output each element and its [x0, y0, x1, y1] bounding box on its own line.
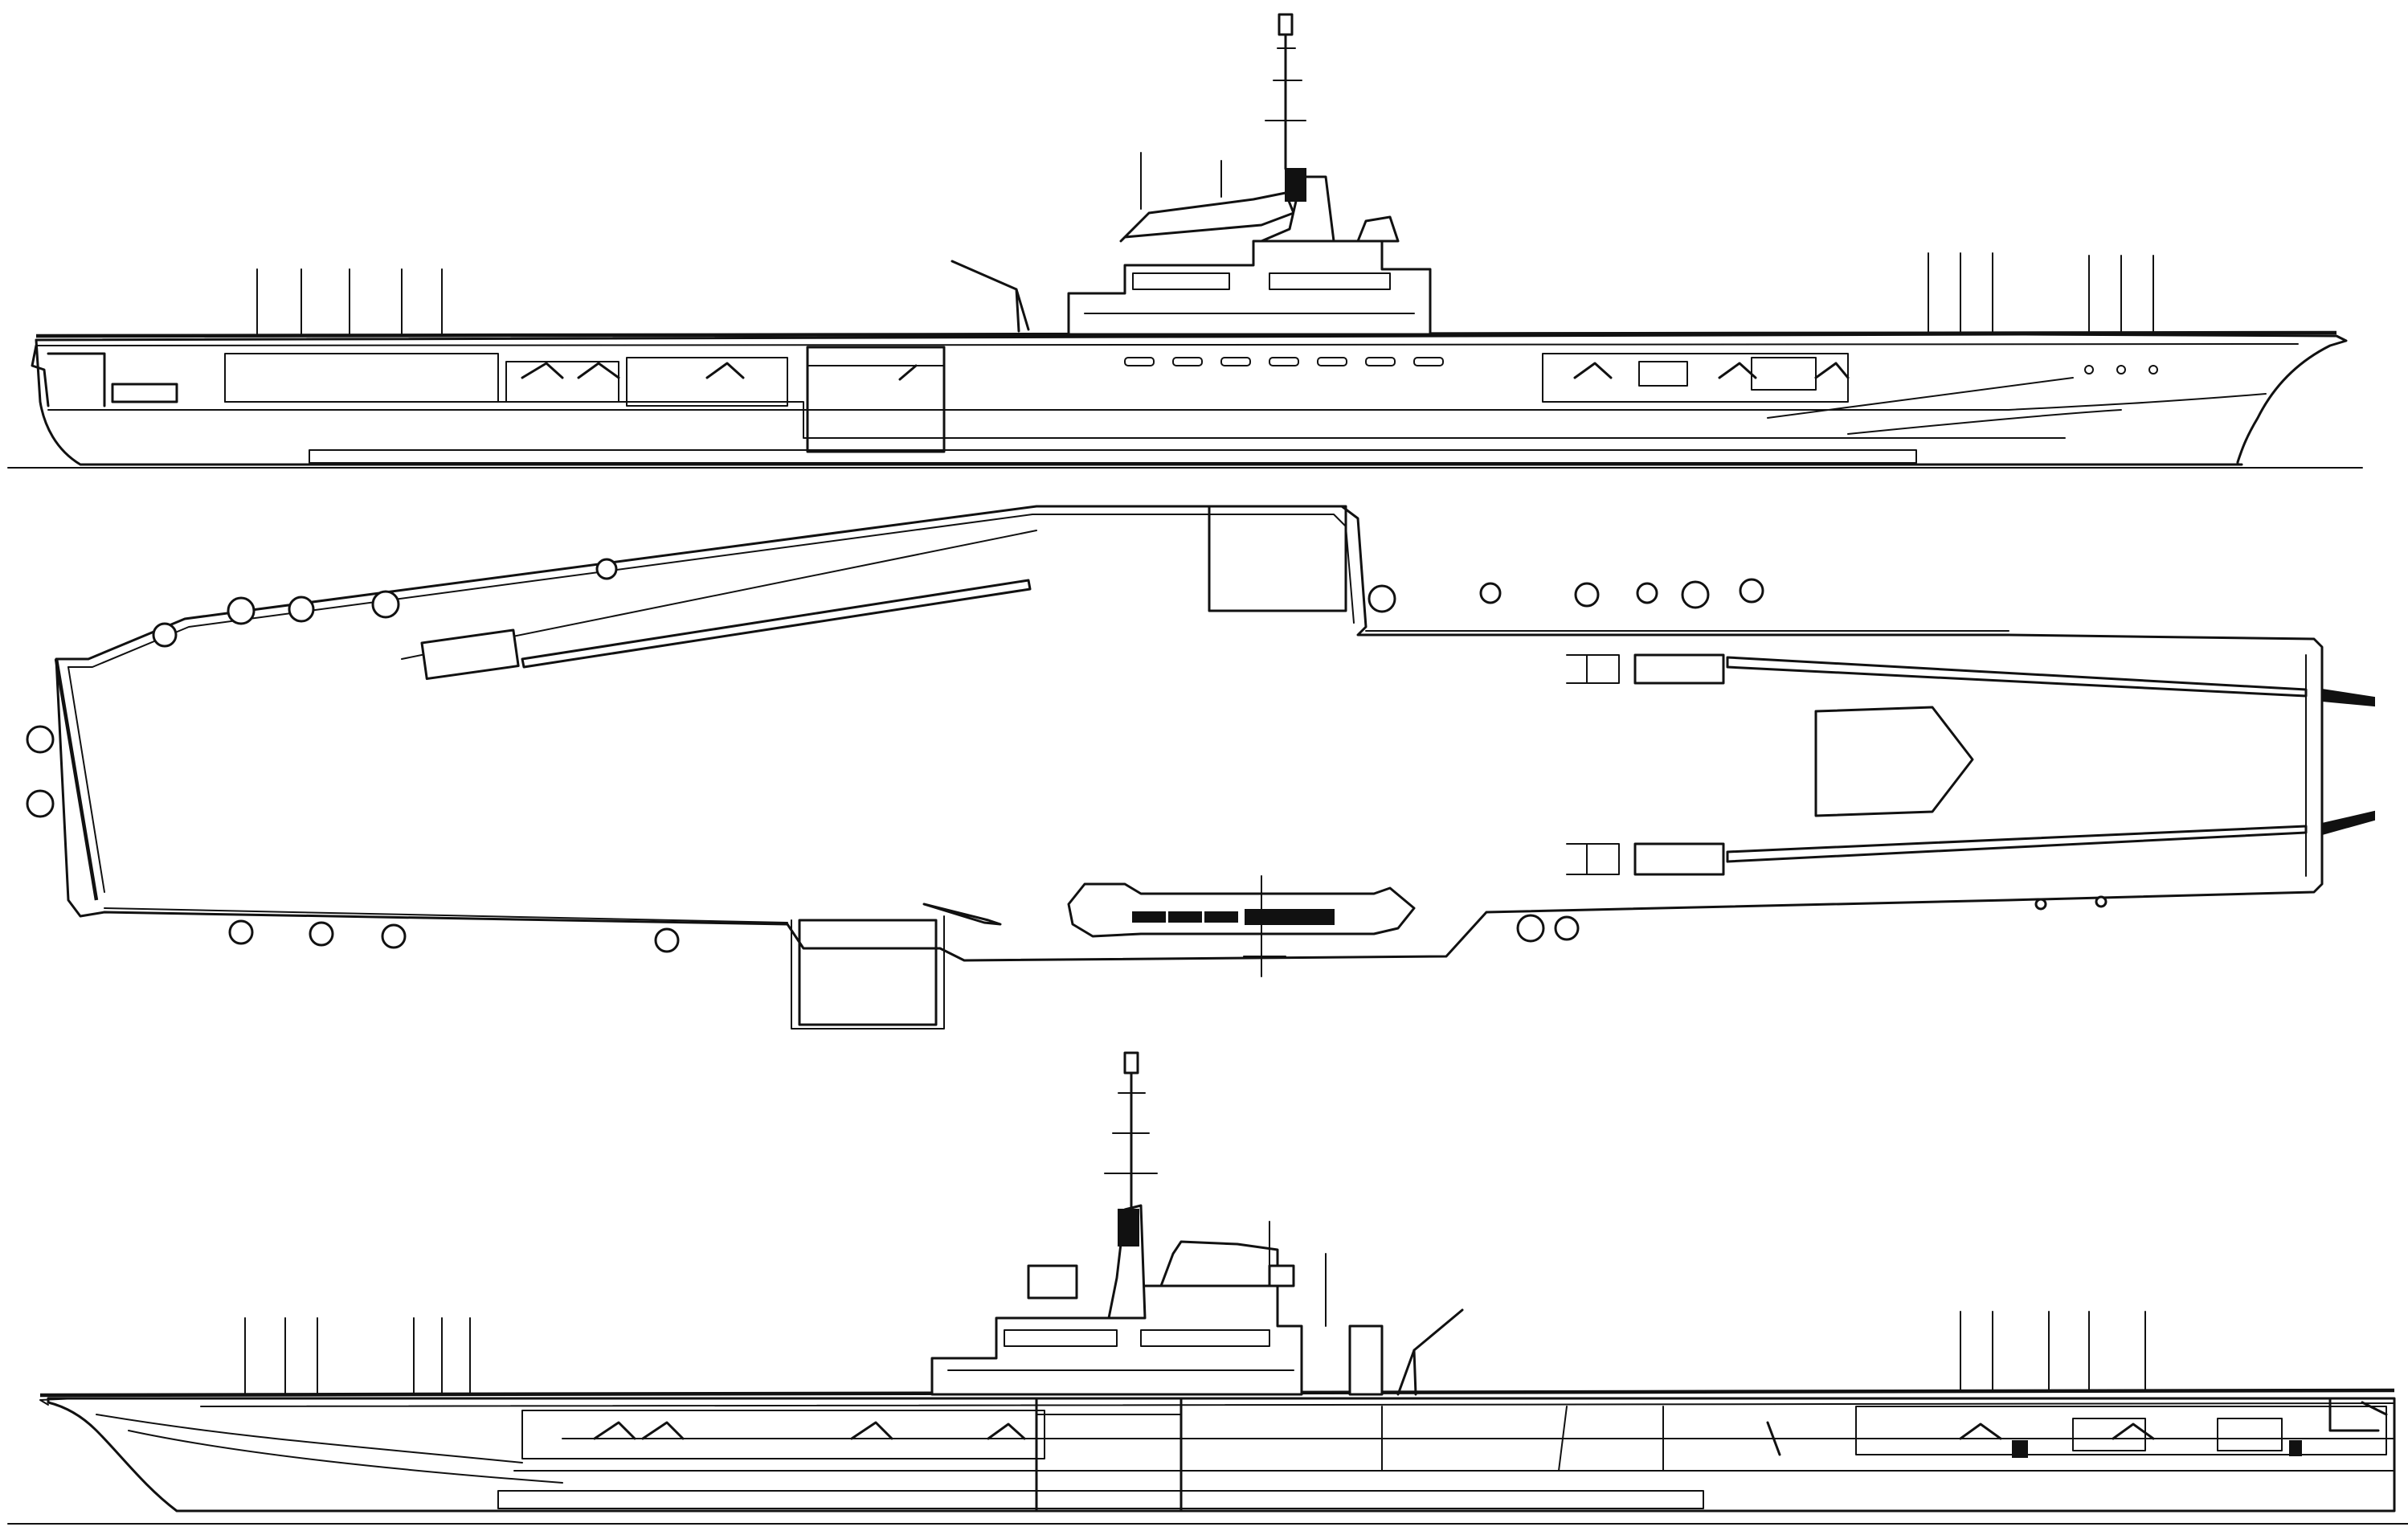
deck-inner-edge: [67, 514, 2307, 877]
hull-outline-top: [35, 333, 2348, 466]
gun-tubs-plan: [26, 558, 2108, 953]
port-deck-edge-elevator-plan: [798, 919, 938, 1026]
keel-strip-top: [309, 449, 1917, 464]
stern-edge: [54, 658, 99, 901]
gun-sponsons-top: [224, 353, 1850, 407]
port-elevation-view: [7, 1051, 2408, 1525]
flight-deck-outline: [55, 505, 2324, 962]
whip-antennas-bottom: [244, 1311, 2146, 1396]
plane-guard-shape: [922, 903, 1002, 926]
island-bottom: [930, 1051, 1464, 1396]
hull-windows-top: [1124, 357, 2158, 375]
stern-structure-bottom: [2328, 1397, 2388, 1432]
keel-strip-bottom: [497, 1490, 1704, 1509]
hull-outline-bottom: [47, 1397, 2396, 1513]
deck-plan-view: [26, 505, 2375, 1030]
angled-catapult-block: [420, 628, 520, 681]
island-plan: [1067, 875, 1416, 977]
hangar-deck-line: [47, 393, 2267, 411]
angled-catapult: [521, 579, 1032, 669]
stern-structure-top: [31, 344, 178, 407]
gun-sponsons-bottom: [521, 1406, 2387, 1459]
deck-edge-elevator-bottom: [1035, 1397, 1183, 1513]
bow-catapults: [1566, 653, 2375, 876]
starboard-elevation-view: [7, 13, 2363, 469]
deck-edge-elevator-plan: [1208, 505, 1347, 612]
hull-lines-bottom: [96, 1414, 2395, 1484]
crane-top: [951, 260, 1030, 333]
whip-antennas-top: [256, 252, 2154, 337]
forward-elevator: [1814, 706, 1974, 817]
island-top: [951, 13, 1432, 336]
crane-bottom: [1396, 1308, 1464, 1396]
deck-edge-elevator-top: [806, 346, 946, 453]
